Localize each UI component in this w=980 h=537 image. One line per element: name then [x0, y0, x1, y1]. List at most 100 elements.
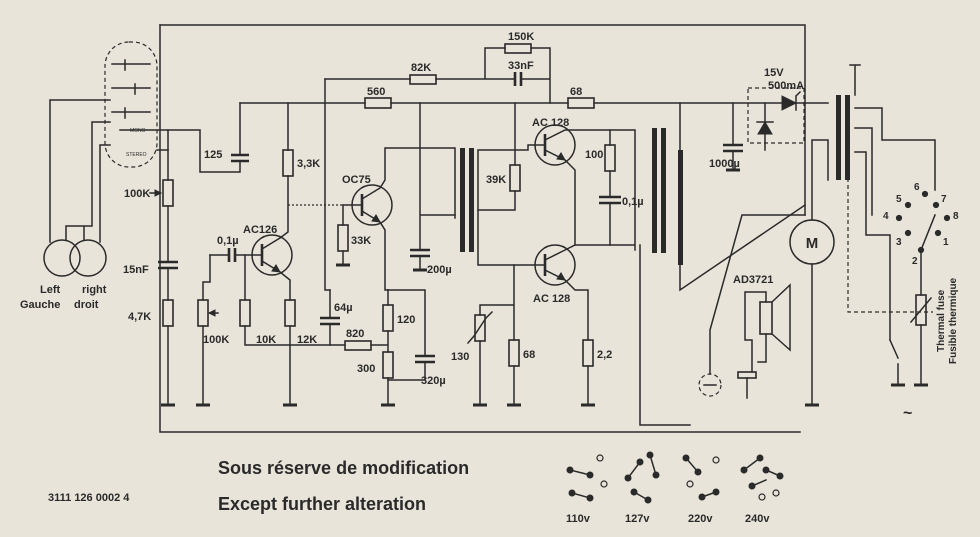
capacitor-33nf: 33nF [508, 60, 534, 86]
resistor-2-2-label: 2,2 [597, 349, 612, 361]
transistor-ac126-label: AC126 [243, 224, 277, 236]
gauche-label: Gauche [20, 299, 60, 311]
resistor-120-label: 120 [397, 314, 415, 326]
thermistor-130: 130 [451, 310, 494, 363]
thermal-fuse-label: Thermal fuse [936, 289, 947, 352]
transistor-ac128-top-label: AC 128 [532, 117, 569, 129]
capacitor-0-1u-input: 0,1µ [217, 235, 239, 262]
transistor-ac128-bottom: AC 128 [533, 244, 576, 305]
capacitor-15nf: 15nF [123, 260, 178, 276]
selector-pin-7: 7 [941, 194, 947, 205]
resistor-560: 560 [364, 86, 392, 109]
resistor-39k-label: 39K [486, 174, 506, 186]
stereo-label: STEREO [126, 152, 147, 158]
capacitor-0-1u-output-label: 0,1µ [622, 196, 644, 208]
motor-label: M [806, 235, 819, 252]
resistor-39k: 39K [486, 164, 521, 192]
resistor-100: 100 [585, 144, 616, 172]
resistor-300-label: 300 [357, 363, 375, 375]
resistor-2-2: 2,2 [582, 339, 612, 367]
resistor-68-top-label: 68 [570, 86, 582, 98]
loudspeaker-label: AD3721 [733, 274, 773, 286]
output-transformer [652, 128, 683, 265]
thermal-fuse: Thermal fuse Fusible thermique [909, 277, 959, 364]
resistor-82k-label: 82K [411, 62, 431, 74]
resistor-820-label: 820 [346, 328, 364, 340]
transistor-oc75: OC75 [342, 174, 393, 226]
left-label: Left [40, 284, 61, 296]
capacitor-1000u: 1000µ [709, 143, 743, 170]
resistor-3k3: 3,3K [282, 149, 320, 177]
selector-pin-6: 6 [914, 182, 920, 193]
capacitor-200u-label: 200µ [427, 264, 452, 276]
voltage-127v-label: 127v [625, 513, 650, 525]
headphone-socket [698, 373, 722, 397]
potentiometer-tone: 100K [197, 299, 229, 346]
capacitor-200u: 200µ [410, 248, 452, 276]
potentiometer-tone-label: 100K [203, 334, 229, 346]
voltage-220v-label: 220v [688, 513, 713, 525]
resistor-100-label: 100 [585, 149, 603, 161]
capacitor-125: 125 [204, 149, 249, 163]
selector-enclosure [847, 178, 933, 313]
capacitor-320u-label: 320µ [421, 375, 446, 387]
resistor-150k: 150K [504, 31, 534, 54]
capacitor-0-1u-input-label: 0,1µ [217, 235, 239, 247]
thermistor-130-label: 130 [451, 351, 469, 363]
power-transformer [836, 95, 850, 180]
right-label: right [82, 284, 107, 296]
capacitor-64u-label: 64µ [334, 302, 353, 314]
loudspeaker-ad3721: AD3721 [733, 274, 791, 379]
fusible-thermique-label: Fusible thermique [948, 277, 959, 364]
resistor-150k-label: 150K [508, 31, 534, 43]
resistor-10k-label: 10K [256, 334, 276, 346]
selector-pin-1: 1 [943, 237, 949, 248]
ground-taps [161, 168, 928, 407]
voltage-link-127v: 127v [624, 451, 660, 525]
resistor-33k-label: 33K [351, 235, 371, 247]
selector-pin-3: 3 [896, 237, 902, 248]
ac-mains-symbol: ~ [903, 405, 912, 422]
voltage-240v-label: 240v [745, 513, 770, 525]
selector-pin-2: 2 [912, 256, 918, 267]
resistor-4k7-label: 4,7K [128, 311, 151, 323]
stereo-mono-switch: MONO STEREO [104, 41, 158, 168]
capacitor-125-label: 125 [204, 149, 222, 161]
potentiometer-volume-label: 100K [124, 188, 150, 200]
selector-pin-4: 4 [883, 211, 889, 222]
diode-current-label: 500mA [768, 80, 804, 92]
rectifier-diode-500ma: 500mA [756, 80, 804, 135]
transistor-oc75-label: OC75 [342, 174, 371, 186]
potentiometer-volume: 100K [124, 179, 174, 207]
transistor-ac128-top: AC 128 [532, 117, 576, 166]
resistor-82k: 82K [409, 62, 437, 85]
resistor-12k: 12K [284, 299, 317, 346]
resistor-3k3-label: 3,3K [297, 158, 320, 170]
note-english: Except further alteration [218, 494, 426, 514]
resistor-68-bottom: 68 [508, 339, 535, 367]
resistor-560-label: 560 [367, 86, 385, 98]
voltage-link-220v: 220v [682, 454, 720, 525]
resistor-300: 300 [357, 351, 394, 379]
capacitor-0-1u-output: 0,1µ [599, 195, 644, 208]
diode-enclosure [747, 87, 805, 144]
resistor-68-bottom-label: 68 [523, 349, 535, 361]
capacitor-1000u-label: 1000µ [709, 158, 740, 170]
motor: M [789, 219, 835, 265]
capacitor-320u: 320µ [415, 354, 446, 387]
selector-pin-5: 5 [896, 194, 902, 205]
resistor-10k: 10K [239, 299, 276, 346]
zener-voltage-label: 15V [764, 67, 784, 79]
voltage-110v-label: 110v [566, 513, 591, 525]
voltage-link-110v: 110v [566, 454, 608, 525]
mains-selector-switch: 5 6 7 4 8 3 1 2 [883, 182, 959, 267]
capacitor-15nf-label: 15nF [123, 264, 149, 276]
voltage-link-240v: 240v [740, 454, 784, 525]
wiring [49, 24, 936, 433]
headset-symbol: Left right Gauche droit [20, 239, 107, 311]
resistor-120: 120 [382, 304, 415, 332]
capacitor-64u: 64µ [320, 302, 353, 326]
resistor-33k: 33K [337, 224, 371, 252]
mono-label: MONO [130, 128, 146, 134]
